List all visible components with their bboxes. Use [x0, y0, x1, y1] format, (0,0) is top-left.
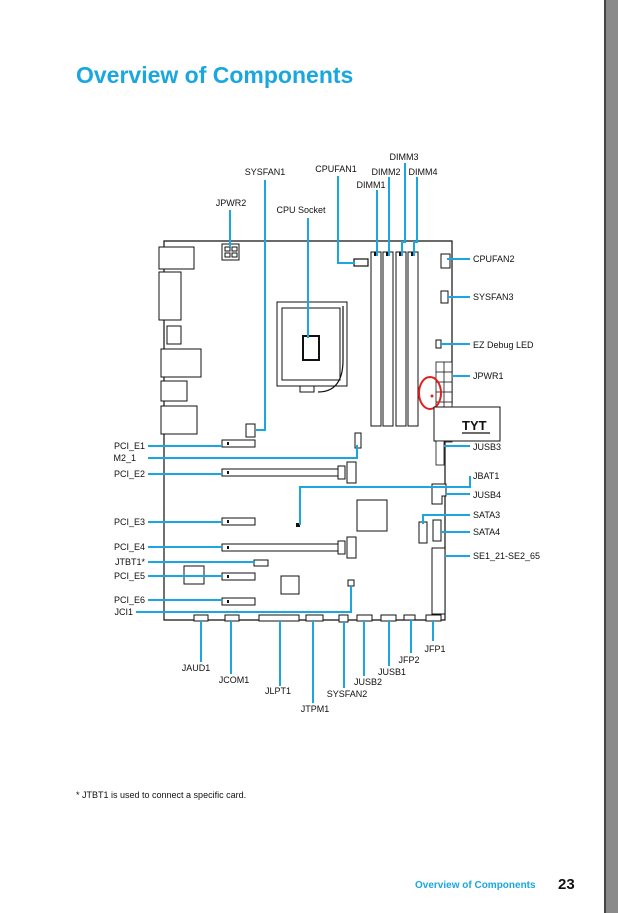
label-dimm1: DIMM1 [357, 180, 386, 190]
sysfan1-connector [245, 423, 256, 438]
label-jfp2: JFP2 [398, 655, 419, 665]
jbat1-battery [296, 523, 300, 527]
label-cpufan1: CPUFAN1 [315, 164, 357, 174]
label-jpwr2: JPWR2 [216, 198, 247, 208]
label-dimm3: DIMM3 [390, 152, 419, 162]
sata4-connector [432, 519, 442, 542]
pcie-slots [221, 439, 357, 606]
label-pci-e6: PCI_E6 [114, 595, 145, 605]
red-annotation-circle [418, 376, 442, 410]
rear-io [158, 246, 202, 435]
label-se1: SE1_21-SE2_65 [473, 551, 540, 561]
dimm-slots [370, 251, 419, 427]
label-jusb2: JUSB2 [354, 677, 382, 687]
label-jfp1: JFP1 [424, 644, 445, 654]
label-sata4: SATA4 [473, 527, 500, 537]
label-cpu-socket: CPU Socket [276, 205, 326, 215]
label-jaud1: JAUD1 [182, 663, 211, 673]
page-shadow [606, 0, 618, 913]
label-ez-debug-led: EZ Debug LED [473, 340, 534, 350]
label-sysfan3: SYSFAN3 [473, 292, 514, 302]
label-sysfan1: SYSFAN1 [245, 167, 286, 177]
cpufan2-connector [440, 253, 451, 269]
cpu-socket [276, 301, 348, 393]
label-jusb4: JUSB4 [473, 490, 501, 500]
label-jtpm1: JTPM1 [301, 704, 330, 714]
label-dimm4: DIMM4 [409, 167, 438, 177]
page-number: 23 [558, 876, 575, 893]
jtbt1-connector [253, 559, 269, 567]
label-jcom1: JCOM1 [219, 675, 250, 685]
se1-slot [431, 547, 446, 615]
footer-section-title: Overview of Components [415, 880, 536, 891]
label-pci-e3: PCI_E3 [114, 517, 145, 527]
label-pci-e2: PCI_E2 [114, 469, 145, 479]
jusb4-connector [431, 483, 447, 505]
label-pci-e4: PCI_E4 [114, 542, 145, 552]
label-sysfan2: SYSFAN2 [327, 689, 368, 699]
jci1-connector [347, 579, 355, 587]
label-cpufan2: CPUFAN2 [473, 254, 515, 264]
pcie-slot-keys [227, 442, 229, 603]
component-labels: DIMM3 DIMM2 DIMM4 DIMM1 CPUFAN1 SYSFAN1 … [113, 152, 540, 714]
page-edge [604, 0, 606, 913]
motherboard-diagram: DIMM3 DIMM2 DIMM4 DIMM1 CPUFAN1 SYSFAN1 … [113, 152, 540, 714]
jusb3-connector [435, 440, 445, 466]
page-title: Overview of Components [76, 62, 354, 88]
label-jusb3: JUSB3 [473, 442, 501, 452]
footnote: * JTBT1 is used to connect a specific ca… [76, 790, 247, 800]
label-m2-1: M2_1 [113, 453, 136, 463]
label-dimm2: DIMM2 [372, 167, 401, 177]
label-jlpt1: JLPT1 [265, 686, 291, 696]
sata3-connector [418, 521, 428, 544]
jpwr2-connector [221, 243, 240, 261]
leader-lines [136, 163, 471, 703]
bottom-headers [193, 614, 442, 623]
red-annotation-dot [430, 394, 434, 398]
label-jpwr1: JPWR1 [473, 371, 504, 381]
label-tyt: TYT [462, 418, 487, 433]
label-jtbt1: JTBT1* [115, 557, 146, 567]
label-jci1: JCI1 [114, 607, 133, 617]
chip-mid [280, 575, 300, 595]
chipset [356, 499, 388, 532]
cpu-lever [317, 306, 344, 393]
label-pci-e5: PCI_E5 [114, 571, 145, 581]
cpufan1-connector [353, 258, 369, 267]
sysfan3-connector [440, 290, 449, 304]
label-sata3: SATA3 [473, 510, 500, 520]
tyt-annotation-box [433, 406, 501, 442]
label-jbat1: JBAT1 [473, 471, 499, 481]
label-jusb1: JUSB1 [378, 667, 406, 677]
label-pci-e1: PCI_E1 [114, 441, 145, 451]
